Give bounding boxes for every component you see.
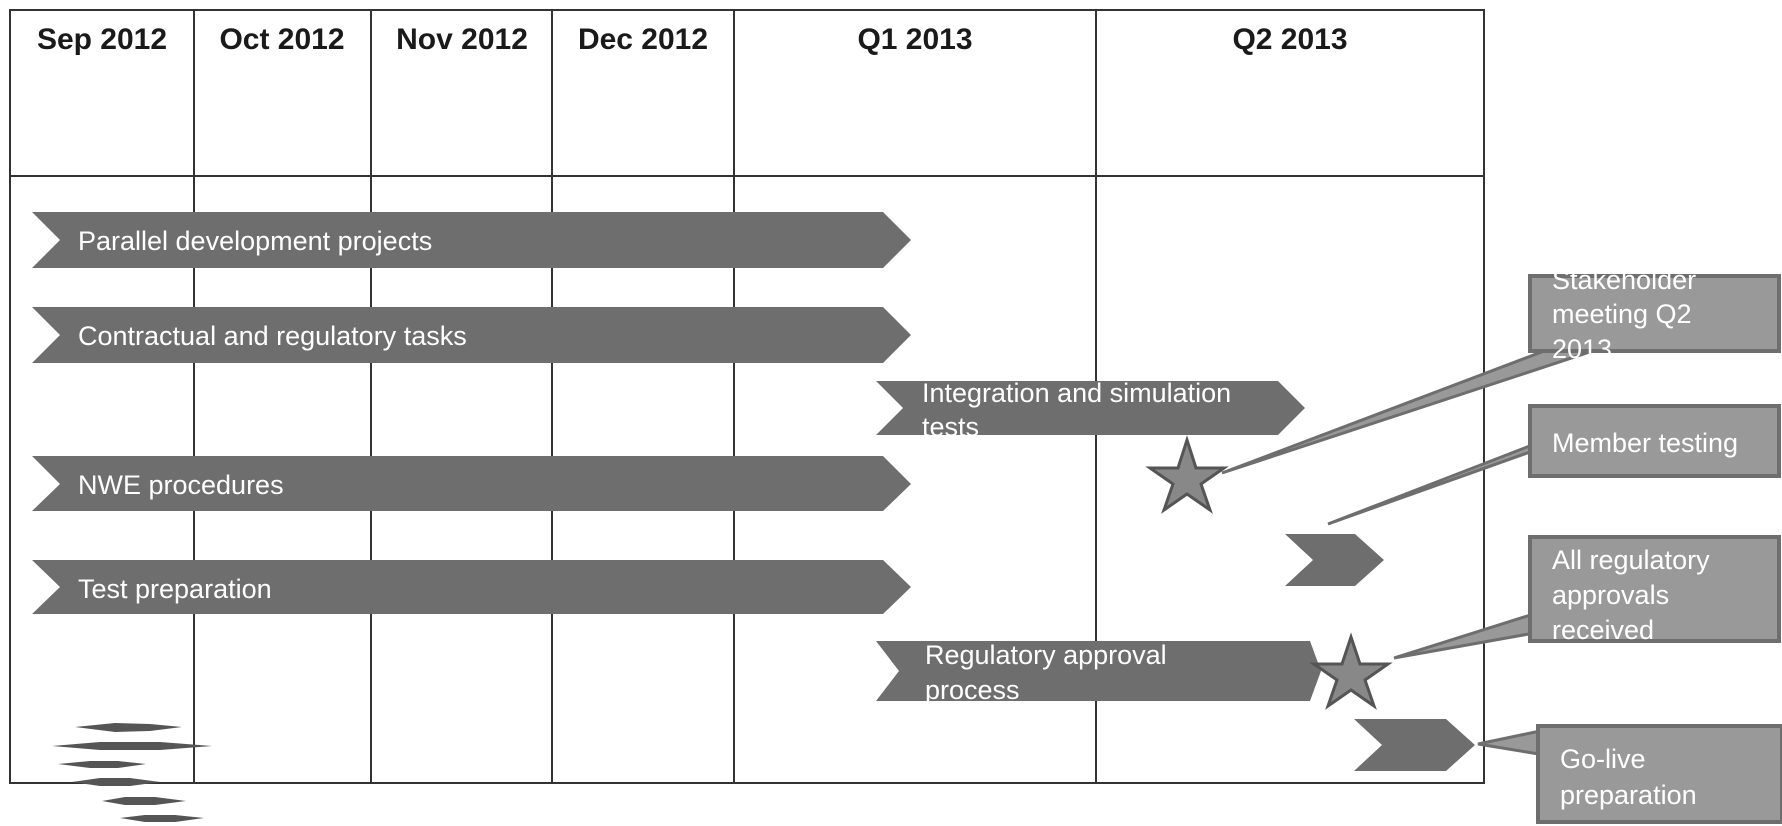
task-label-integration-line1: Integration and simulation (922, 378, 1231, 408)
legend-shape (102, 797, 186, 805)
callout-pointers (1221, 343, 1612, 757)
callout-go-live-line2: preparation (1560, 780, 1697, 810)
task-arrow-nwe-procedures (32, 456, 911, 511)
callout-labels: Stakeholder meeting Q2 2013 Member testi… (1552, 265, 1738, 810)
callout-pointer-go-live (1477, 728, 1547, 757)
legend-shape (52, 742, 212, 750)
task-arrow-regulatory-approval (876, 641, 1321, 701)
legend-shape (58, 761, 146, 768)
callout-stakeholder-line1: Stakeholder (1552, 265, 1696, 295)
header-sep-2012: Sep 2012 (37, 23, 167, 56)
callout-pointer-approvals (1393, 609, 1542, 660)
milestone-star-approvals (1309, 632, 1393, 710)
callout-pointer-member-testing (1327, 440, 1559, 526)
header-nov-2012: Nov 2012 (396, 23, 528, 56)
header-q2-2013: Q2 2013 (1232, 23, 1347, 56)
task-arrow-contractual-regulatory (32, 307, 911, 363)
milestone-star-stakeholder (1145, 435, 1229, 514)
task-label-contractual-regulatory: Contractual and regulatory tasks (78, 321, 467, 351)
callout-stakeholder-line2: meeting Q2 (1552, 299, 1692, 329)
task-arrow-go-live (1354, 719, 1475, 771)
header-q1-2013: Q1 2013 (857, 23, 972, 56)
header-oct-2012: Oct 2012 (219, 23, 344, 56)
callout-approvals-line2: approvals (1552, 580, 1669, 610)
timeline-header: Sep 2012 Oct 2012 Nov 2012 Dec 2012 Q1 2… (37, 23, 1348, 56)
legend-shape (120, 815, 204, 822)
milestones (1145, 435, 1393, 710)
legend-shape (72, 778, 160, 786)
task-label-test-preparation: Test preparation (78, 574, 272, 604)
callout-stakeholder-line3: 2013 (1552, 334, 1612, 364)
callout-member-testing: Member testing (1552, 428, 1738, 458)
callout-box-stakeholder (1528, 274, 1781, 353)
callout-approvals-line3: received (1552, 615, 1654, 645)
callout-go-live-line1: Go-live (1560, 744, 1646, 774)
task-labels: Parallel development projects Contractua… (78, 226, 1231, 705)
task-label-regulatory-approval-line1: Regulatory approval (925, 640, 1167, 670)
callout-approvals-line1: All regulatory (1552, 545, 1710, 575)
task-label-parallel-development: Parallel development projects (78, 226, 432, 256)
task-arrow-parallel-development (32, 212, 911, 268)
task-label-nwe-procedures: NWE procedures (78, 470, 284, 500)
task-arrow-test-preparation (32, 560, 911, 614)
task-label-regulatory-approval-line2: process (925, 675, 1020, 705)
task-arrow-member-testing (1285, 534, 1384, 586)
grid-frame (9, 9, 1485, 784)
callout-box-member-testing (1528, 404, 1781, 478)
callout-box-go-live (1536, 724, 1782, 824)
legend-shape (75, 723, 182, 732)
header-dec-2012: Dec 2012 (578, 23, 708, 56)
legend-shapes (52, 723, 212, 822)
task-bars (32, 212, 1475, 771)
timeline-grid (9, 9, 1485, 784)
callout-box-approvals (1528, 535, 1781, 643)
task-label-integration-line2: tests (922, 412, 979, 442)
task-arrow-integration-simulation (876, 381, 1305, 435)
callout-boxes (1528, 274, 1782, 824)
